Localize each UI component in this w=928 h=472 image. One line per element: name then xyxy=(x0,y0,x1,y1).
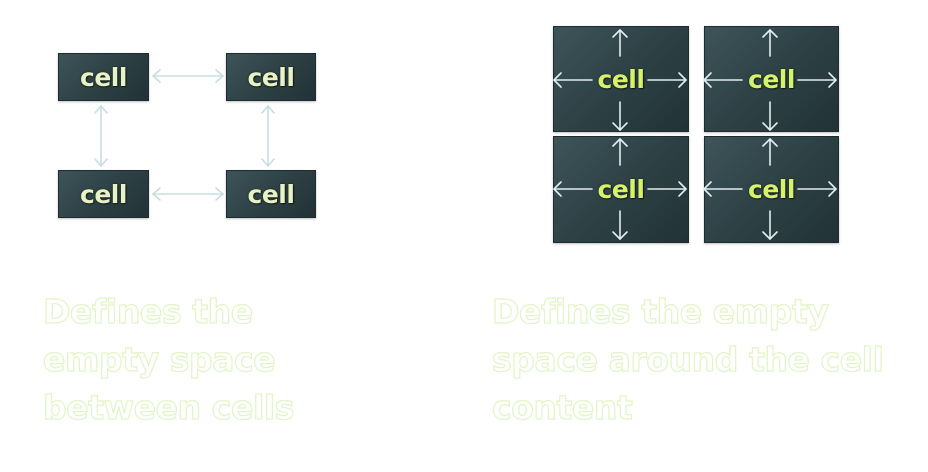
padding-arrows-bottom-right xyxy=(703,138,837,240)
padding-arrows-top-left xyxy=(553,29,687,131)
cell-label: cell xyxy=(597,175,645,204)
spacing-cell-bottom-right: cell xyxy=(226,170,316,218)
cell-label: cell xyxy=(80,179,127,209)
spacing-arrow-bottom xyxy=(152,187,224,201)
caption-line: between cells xyxy=(42,387,295,427)
spacing-arrow-right xyxy=(261,105,275,167)
cell-spacing-diagram: cell cell cell cell Defines the empty sp… xyxy=(0,0,460,472)
padding-arrows-bottom-left xyxy=(553,138,687,240)
cell-label: cell xyxy=(597,64,645,94)
padding-cell-top-left: cell xyxy=(553,26,689,132)
padding-caption: Defines the empty space around the cell … xyxy=(491,288,884,432)
padding-arrows xyxy=(553,29,837,240)
cell-label: cell xyxy=(80,62,127,92)
caption-line: space around the cell xyxy=(491,339,884,379)
padding-cell-top-right: cell xyxy=(704,26,839,132)
spacing-arrow-left xyxy=(94,105,108,167)
cell-label: cell xyxy=(247,179,295,209)
spacing-cell-bottom-left: cell xyxy=(58,170,149,218)
caption-line: empty space xyxy=(42,339,276,379)
cell-label: cell xyxy=(748,64,795,94)
caption-line: Defines the empty xyxy=(491,291,829,331)
spacing-cell-top-left: cell xyxy=(58,53,149,101)
cell-label: cell xyxy=(748,175,795,204)
padding-arrows-top-right xyxy=(703,29,837,131)
spacing-cell-top-right: cell xyxy=(226,53,316,101)
spacing-arrow-top xyxy=(152,69,224,83)
caption-line: content xyxy=(491,387,633,427)
caption-line: Defines the xyxy=(42,291,253,331)
spacing-caption: Defines the empty space between cells xyxy=(42,288,295,432)
cell-label: cell xyxy=(247,62,295,92)
spacing-arrows xyxy=(94,69,275,201)
